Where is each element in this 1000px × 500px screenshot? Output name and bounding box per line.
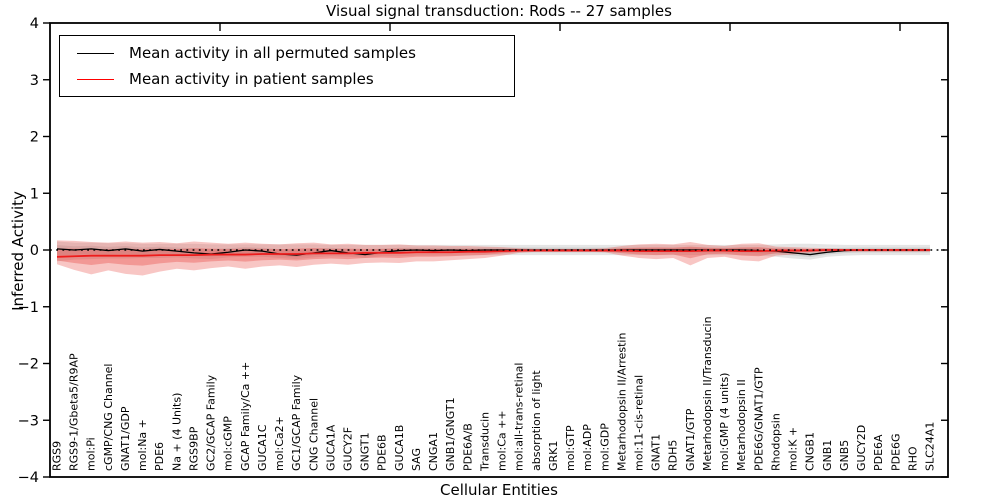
legend-item-permuted: Mean activity in all permuted samples <box>60 44 514 62</box>
x-category-label: GUCY2D <box>855 425 868 471</box>
y-tick-label: −4 <box>18 470 39 486</box>
x-category-label: PDE6B <box>376 434 389 471</box>
x-category-label: mol:all-trans-retinal <box>513 363 526 471</box>
y-tick-label: −3 <box>18 413 39 429</box>
chart-title: Visual signal transduction: Rods -- 27 s… <box>326 2 672 20</box>
y-tick-label: −2 <box>18 357 39 373</box>
x-category-label: SLC24A1 <box>924 422 937 471</box>
patient-line-sample <box>77 78 114 80</box>
x-category-label: RGS9 <box>51 441 64 471</box>
x-category-label: GNAT1/GTP <box>684 408 697 471</box>
x-category-label: PDE6A <box>872 434 885 471</box>
x-category-label: mol:cGMP <box>222 416 235 471</box>
x-category-label: GUCA1A <box>324 424 337 471</box>
x-category-label: mol:Pi <box>85 437 98 471</box>
x-category-label: absorption of light <box>530 370 543 471</box>
x-category-label: PDE6 <box>153 442 166 471</box>
x-category-label: GUCA1C <box>256 424 269 471</box>
x-category-label: Rhodopsin <box>769 413 782 471</box>
patient-band-outer <box>57 240 930 276</box>
x-category-label: PDE6G/GNAT1/GTP <box>752 367 765 471</box>
x-category-label: GUCA1B <box>393 425 406 471</box>
x-category-label: CNG Channel <box>307 398 320 471</box>
x-category-label: mol:Ca2+ <box>273 416 286 471</box>
x-axis-label: Cellular Entities <box>440 481 558 499</box>
x-category-label: mol:K + <box>787 427 800 471</box>
x-category-label: Na + (4 Units) <box>170 393 183 471</box>
x-category-label: CNGB1 <box>804 432 817 471</box>
x-category-label: GCAP Family/Ca ++ <box>239 362 252 471</box>
legend: Mean activity in all permuted samples Me… <box>59 35 515 97</box>
legend-item-patient: Mean activity in patient samples <box>60 70 514 88</box>
legend-label-permuted: Mean activity in all permuted samples <box>129 44 416 62</box>
y-tick-label: −1 <box>18 300 39 316</box>
x-category-label: Metarhodopsin II <box>735 379 748 471</box>
x-category-label: RDH5 <box>667 440 680 471</box>
x-category-label: SAG <box>410 448 423 471</box>
x-category-label: GRK1 <box>547 441 560 471</box>
x-category-label: mol:GTP <box>564 425 577 471</box>
x-category-label: GC1/GCAP Family <box>290 374 303 471</box>
x-category-label: GNB5 <box>838 440 851 471</box>
x-category-label: mol:11-cis-retinal <box>633 375 646 471</box>
x-category-label: GNGT1 <box>359 432 372 471</box>
x-category-label: PDE6A/B <box>461 423 474 471</box>
x-category-label: mol:ADP <box>581 424 594 471</box>
x-category-label: mol:Ca ++ <box>496 410 509 471</box>
x-category-label: RGS9-1/Gbeta5/R9AP <box>68 353 81 471</box>
y-tick-label: 0 <box>30 243 39 259</box>
x-category-label: Metarhodopsin II/Arrestin <box>615 333 628 471</box>
legend-label-patient: Mean activity in patient samples <box>129 70 374 88</box>
x-category-label: mol:Na + <box>136 419 149 471</box>
y-tick-label: 1 <box>30 186 39 202</box>
y-tick-label: 2 <box>30 130 39 146</box>
x-category-label: PDE6G <box>889 433 902 471</box>
x-category-label: GUCY2F <box>342 427 355 471</box>
x-category-label: GNAT1 <box>650 434 663 471</box>
y-tick-label: 4 <box>30 16 39 32</box>
x-category-label: RGS9BP <box>187 426 200 471</box>
x-category-label: Transducin <box>478 412 491 472</box>
permuted-line-sample <box>77 52 114 54</box>
permuted-mean-line <box>56 248 930 256</box>
x-category-label: GNAT1/GDP <box>119 406 132 471</box>
x-category-label: GC2/GCAP Family <box>205 374 218 471</box>
x-category-label: CNGA1 <box>427 432 440 471</box>
x-category-label: cGMP/CNG Channel <box>102 364 115 472</box>
y-tick-label: 3 <box>30 73 39 89</box>
x-category-label: mol:GMP (4 units) <box>718 373 731 471</box>
patient-mean-line <box>56 249 930 258</box>
x-category-label: GNB1/GNGT1 <box>444 397 457 471</box>
x-category-label: RHO <box>906 446 919 471</box>
x-category-label: Metarhodopsin II/Transducin <box>701 316 714 471</box>
x-category-label: GNB1 <box>821 440 834 471</box>
x-category-label: mol:GDP <box>598 423 611 471</box>
y-axis-label: Inferred Activity <box>9 191 27 311</box>
